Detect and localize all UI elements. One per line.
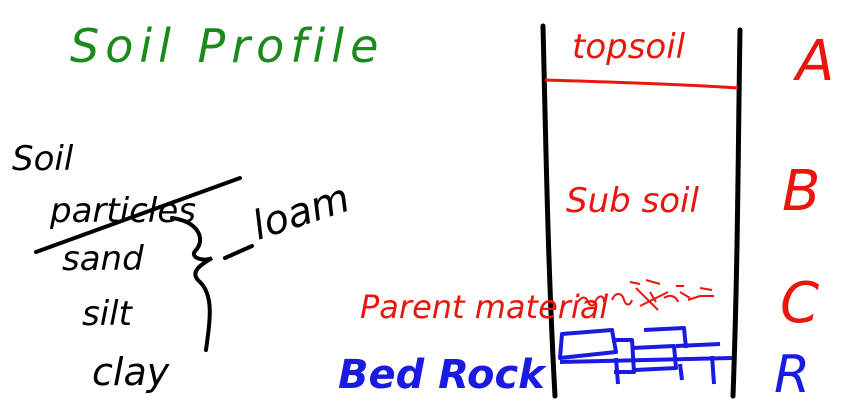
particle-item-silt: silt xyxy=(82,294,134,334)
particles-heading-line2: particles xyxy=(49,191,196,231)
grouping-brace xyxy=(170,216,214,352)
page-title: Soil Profile xyxy=(70,19,384,73)
result-dash xyxy=(223,244,254,260)
particle-item-clay: clay xyxy=(92,350,170,394)
column-left-wall xyxy=(540,23,558,399)
parent-material-scribble xyxy=(577,279,714,311)
particles-heading-line1: Soil xyxy=(12,139,74,179)
horizon-label-topsoil: topsoil xyxy=(572,27,686,67)
horizon-letter-r: R xyxy=(774,345,810,405)
topsoil-boundary xyxy=(544,78,739,90)
particle-item-sand: sand xyxy=(62,239,144,279)
horizon-letter-a: A xyxy=(793,29,834,94)
bedrock-label: Bed Rock xyxy=(338,352,547,398)
column-right-wall xyxy=(730,27,743,399)
horizon-letter-c: C xyxy=(780,271,819,336)
horizon-label-subsoil: Sub soil xyxy=(566,181,699,221)
parent-material-label: Parent material xyxy=(360,288,608,326)
heading-underline xyxy=(34,176,242,254)
bedrock-rocks xyxy=(558,326,733,385)
horizon-letter-b: B xyxy=(782,159,820,224)
result-loam: loam xyxy=(247,175,355,249)
